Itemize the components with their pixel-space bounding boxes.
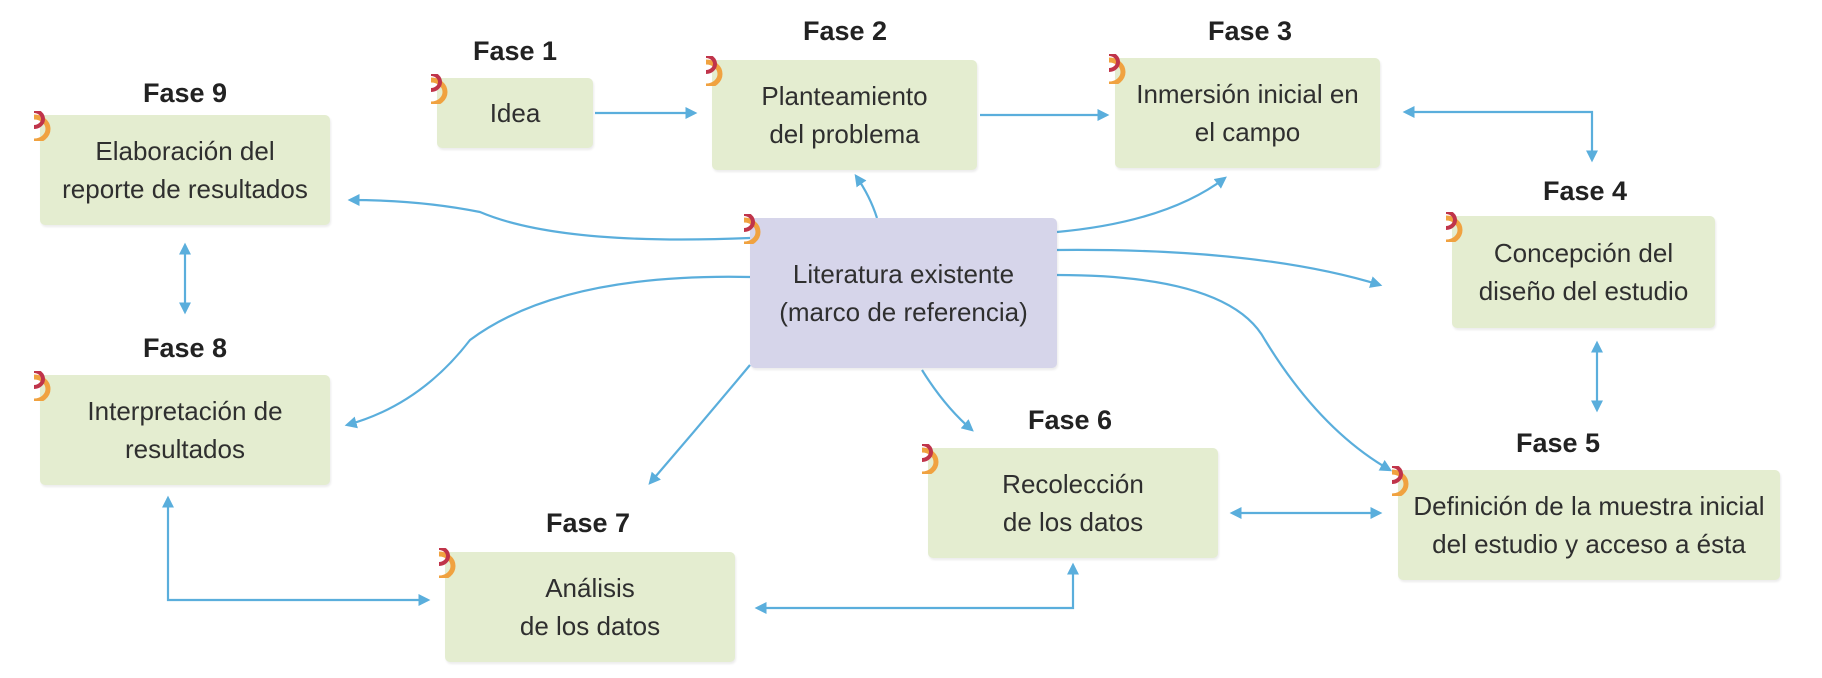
arrow-lit-fase2 <box>854 174 879 219</box>
corner-decoration-icon <box>1446 212 1463 242</box>
fase7-line-1: Análisis <box>545 573 635 603</box>
arrow-lit-fase5 <box>1056 273 1393 472</box>
fase5-line-1: Definición de la muestra inicial <box>1413 491 1765 521</box>
fase6-line-2: de los datos <box>1002 507 1144 537</box>
fase5-box: Definición de la muestra inicial del est… <box>1392 466 1780 580</box>
fase4-line-2: diseño del estudio <box>1478 276 1689 306</box>
fase1-line-1: Idea <box>489 98 541 128</box>
fase6-title: Fase 6 <box>1027 405 1113 435</box>
corner-decoration-icon <box>431 74 448 104</box>
corner-decoration-icon <box>34 111 51 141</box>
arrow-lit-fase6 <box>921 369 974 432</box>
fase8-line-2: resultados <box>125 434 245 464</box>
arrow-lit-fase3 <box>1056 176 1227 234</box>
corner-decoration-icon <box>34 371 51 401</box>
arrow-fase3-fase4 <box>1402 105 1599 163</box>
fase8-box: Interpretación de resultados <box>34 371 330 485</box>
fase9-line-2: reporte de resultados <box>62 174 308 204</box>
corner-decoration-icon <box>1109 54 1126 84</box>
fase9-title: Fase 9 <box>142 78 228 108</box>
arrow-lit-fase4 <box>1056 248 1383 288</box>
arrow-lit-fase8 <box>344 275 751 429</box>
fase3-title: Fase 3 <box>1207 16 1293 46</box>
fase2-line-2: del problema <box>769 119 920 149</box>
fase1-box: Idea <box>431 74 593 148</box>
fase7-line-2: de los datos <box>519 611 661 641</box>
fase5-title: Fase 5 <box>1515 428 1601 458</box>
corner-decoration-icon <box>1392 466 1409 496</box>
fase8-title: Fase 8 <box>142 333 228 363</box>
fase7-title: Fase 7 <box>545 508 631 538</box>
arrow-lit-fase7 <box>648 364 751 485</box>
fase3-line-2: el campo <box>1194 117 1301 147</box>
arrow-lit-fase9 <box>347 193 751 241</box>
fase3-box: Inmersión inicial en el campo <box>1109 54 1380 168</box>
arrow-fase7-fase8 <box>161 495 431 607</box>
fase4-line-1: Concepción del <box>1493 238 1674 268</box>
fase4-box: Concepción del diseño del estudio <box>1446 212 1715 328</box>
fase6-box: Recolección de los datos <box>922 444 1218 558</box>
corner-decoration-icon <box>922 444 939 474</box>
fase5-line-2: del estudio y acceso a ésta <box>1432 529 1746 559</box>
fase8-line-1: Interpretación de <box>87 396 283 426</box>
fase1-title: Fase 1 <box>472 36 558 66</box>
corner-decoration-icon <box>744 214 761 244</box>
fase9-box: Elaboración del reporte de resultados <box>34 111 330 225</box>
fase4-title: Fase 4 <box>1542 176 1628 206</box>
arrow-fase6-fase7 <box>754 562 1080 615</box>
fase2-box: Planteamiento del problema <box>706 56 977 170</box>
fase2-title: Fase 2 <box>802 16 888 46</box>
center-line-1: Literatura existente <box>792 259 1015 289</box>
center-line-2: (marco de referencia) <box>779 297 1028 327</box>
fase2-line-1: Planteamiento <box>761 81 928 111</box>
fase9-line-1: Elaboración del <box>95 136 275 166</box>
corner-decoration-icon <box>706 56 723 86</box>
corner-decoration-icon <box>439 548 456 578</box>
fase3-line-1: Inmersión inicial en <box>1136 79 1359 109</box>
fase7-box: Análisis de los datos <box>439 548 735 662</box>
fase6-line-1: Recolección <box>1002 469 1144 499</box>
literatura-existente-box: Literatura existente (marco de referenci… <box>744 214 1057 368</box>
